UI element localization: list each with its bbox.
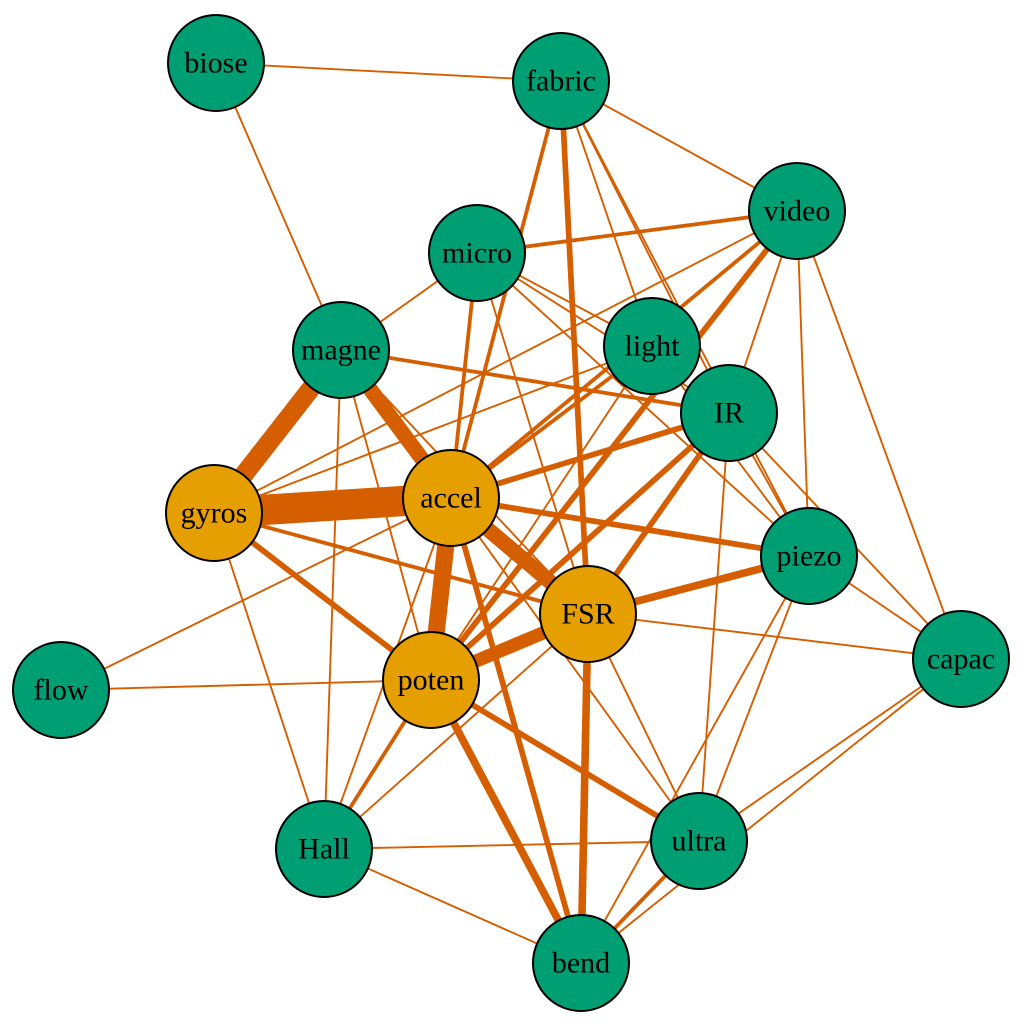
node-label-ultra: ultra: [672, 825, 727, 858]
edge-video-gyros: [213, 210, 798, 514]
edge-IR-ultra: [698, 412, 730, 842]
edge-FSR-bend: [577, 613, 592, 964]
node-circle-capac: [912, 610, 1010, 708]
node-circle-ultra: [650, 792, 748, 890]
node-label-fabric: fabric: [526, 65, 596, 98]
node-circle-IR: [680, 364, 778, 462]
node-circle-bend: [532, 914, 630, 1012]
node-fabric: fabric: [512, 32, 610, 130]
node-label-flow: flow: [34, 674, 89, 707]
node-circle-fabric: [512, 32, 610, 130]
edge-light-gyros: [213, 345, 653, 514]
node-label-magne: magne: [301, 334, 381, 367]
node-circle-piezo: [760, 507, 858, 605]
node-circle-biose: [167, 14, 265, 112]
node-label-biose: biose: [184, 47, 247, 80]
edge-capac-bend: [580, 658, 962, 964]
edge-piezo-bend: [580, 555, 810, 964]
node-magne: magne: [292, 301, 390, 399]
edge-accel-flow: [60, 497, 452, 691]
edge-video-micro: [476, 209, 798, 255]
node-label-accel: accel: [420, 482, 482, 515]
node-label-FSR: FSR: [561, 598, 614, 631]
node-circle-FSR: [539, 565, 637, 663]
node-light: light: [603, 297, 701, 395]
node-circle-accel: [402, 449, 500, 547]
node-video: video: [748, 162, 846, 260]
edge-gyros-Hall: [213, 512, 325, 850]
node-Hall: Hall: [275, 800, 373, 898]
node-circle-flow: [12, 641, 110, 739]
node-circle-micro: [428, 204, 526, 302]
node-poten: poten: [382, 631, 480, 729]
node-label-bend: bend: [552, 947, 610, 980]
node-label-poten: poten: [398, 664, 465, 697]
edge-piezo-ultra: [698, 555, 810, 842]
edge-video-capac: [796, 210, 962, 660]
edge-FSR-capac: [587, 613, 962, 660]
edge-poten-ultra: [429, 677, 701, 844]
node-label-video: video: [764, 195, 831, 228]
edge-flow-poten: [60, 679, 432, 691]
node-label-capac: capac: [927, 643, 995, 676]
edge-video-piezo: [796, 210, 810, 557]
node-biose: biose: [167, 14, 265, 112]
node-gyros: gyros: [165, 464, 263, 562]
node-label-Hall: Hall: [298, 833, 350, 866]
node-circle-magne: [292, 301, 390, 399]
edge-Hall-ultra: [323, 840, 700, 850]
edge-IR-poten: [429, 410, 731, 683]
node-micro: micro: [428, 204, 526, 302]
node-IR: IR: [680, 364, 778, 462]
edge-fabric-FSR: [558, 80, 591, 615]
node-label-light: light: [624, 330, 680, 363]
edge-biose-fabric: [215, 62, 562, 82]
node-circle-video: [748, 162, 846, 260]
edge-biose-magne: [215, 62, 342, 351]
edge-capac-ultra: [698, 658, 962, 842]
edge-magne-IR: [340, 348, 730, 415]
edge-accel-ultra: [450, 497, 700, 842]
node-circle-gyros: [165, 464, 263, 562]
node-circle-Hall: [275, 800, 373, 898]
node-FSR: FSR: [539, 565, 637, 663]
node-label-IR: IR: [714, 397, 744, 430]
node-circle-light: [603, 297, 701, 395]
node-accel: accel: [402, 449, 500, 547]
node-flow: flow: [12, 641, 110, 739]
node-circle-poten: [382, 631, 480, 729]
node-label-micro: micro: [442, 237, 512, 270]
edge-accel-piezo: [450, 495, 810, 559]
edge-poten-bend: [427, 678, 585, 965]
node-label-gyros: gyros: [181, 497, 248, 530]
node-capac: capac: [912, 610, 1010, 708]
node-label-piezo: piezo: [777, 540, 842, 573]
edge-magne-Hall: [323, 349, 342, 850]
edge-micro-IR: [476, 252, 730, 414]
node-bend: bend: [532, 914, 630, 1012]
node-ultra: ultra: [650, 792, 748, 890]
node-piezo: piezo: [760, 507, 858, 605]
